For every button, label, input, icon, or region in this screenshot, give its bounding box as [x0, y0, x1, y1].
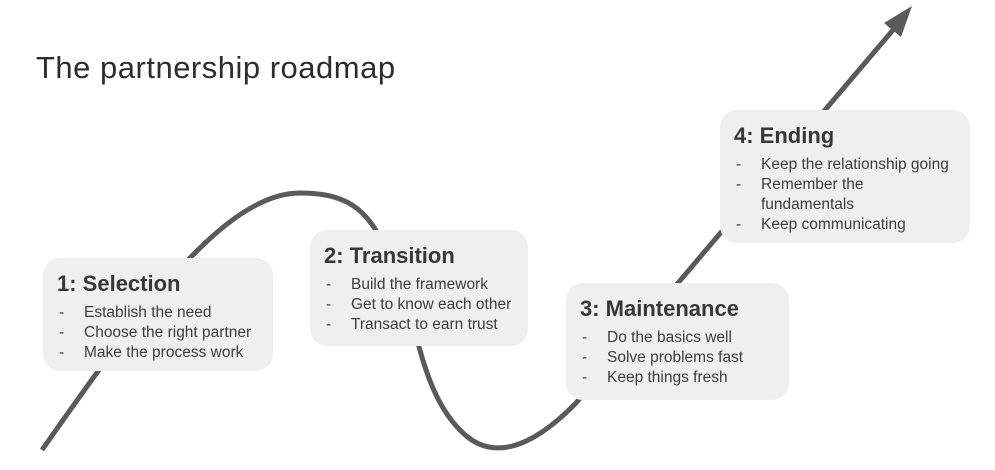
bullet-text: Remember the fundamentals — [761, 176, 864, 213]
stage-title: 1: Selection — [57, 271, 181, 296]
bullet-item: - Get to know each other — [324, 295, 516, 315]
stage-bullet-list: - Do the basics well - Solve problems fa… — [580, 328, 777, 388]
bullet-dash: - — [326, 296, 332, 313]
bullet-item: - Do the basics well — [580, 328, 777, 348]
bullet-item: - Keep things fresh — [580, 368, 777, 388]
stage-bullet-list: - Build the framework - Get to know each… — [324, 275, 516, 335]
bullet-text: Solve problems fast — [607, 349, 744, 366]
bullet-text: Do the basics well — [607, 329, 732, 346]
bullet-dash: - — [59, 344, 65, 361]
bullet-text: Keep communicating — [761, 216, 906, 233]
bullet-item: - Keep communicating — [734, 215, 958, 235]
stage-card-selection: 1: Selection - Establish the need - Choo… — [43, 258, 273, 371]
stage-title: 4: Ending — [734, 123, 835, 148]
bullet-item: - Establish the need — [57, 303, 261, 323]
bullet-text: Make the process work — [84, 344, 244, 361]
bullet-dash: - — [326, 276, 332, 293]
page-title: The partnership roadmap — [36, 50, 396, 85]
bullet-dash: - — [736, 216, 742, 233]
stage-title: 3: Maintenance — [580, 296, 739, 321]
bullet-dash: - — [582, 329, 588, 346]
bullet-text: Establish the need — [84, 304, 212, 321]
bullet-item: - Keep the relationship going — [734, 155, 958, 175]
bullet-item: - Choose the right partner — [57, 323, 261, 343]
stage-bullet-list: - Keep the relationship going - Remember… — [734, 155, 958, 235]
stage-title: 2: Transition — [324, 243, 455, 268]
bullet-text: Keep the relationship going — [761, 156, 949, 173]
bullet-dash: - — [59, 304, 65, 321]
bullet-dash: - — [582, 349, 588, 366]
bullet-dash: - — [736, 156, 742, 173]
bullet-text: Build the framework — [351, 276, 488, 293]
bullet-text: Transact to earn trust — [351, 316, 498, 333]
bullet-item: - Make the process work — [57, 343, 261, 363]
bullet-item: - Remember the fundamentals — [734, 175, 958, 215]
bullet-text: Choose the right partner — [84, 324, 252, 341]
bullet-item: - Solve problems fast — [580, 348, 777, 368]
bullet-item: - Transact to earn trust — [324, 315, 516, 335]
arrowhead-icon — [884, 6, 912, 37]
stage-card-maintenance: 3: Maintenance - Do the basics well - So… — [566, 283, 789, 400]
bullet-dash: - — [582, 369, 588, 386]
bullet-text: Get to know each other — [351, 296, 512, 313]
stage-card-transition: 2: Transition - Build the framework - Ge… — [310, 230, 528, 346]
stage-card-ending: 4: Ending - Keep the relationship going … — [720, 110, 970, 243]
bullet-dash: - — [326, 316, 332, 333]
bullet-item: - Build the framework — [324, 275, 516, 295]
bullet-dash: - — [59, 324, 65, 341]
bullet-text: Keep things fresh — [607, 369, 728, 386]
stage-bullet-list: - Establish the need - Choose the right … — [57, 303, 261, 363]
bullet-dash: - — [736, 176, 742, 193]
